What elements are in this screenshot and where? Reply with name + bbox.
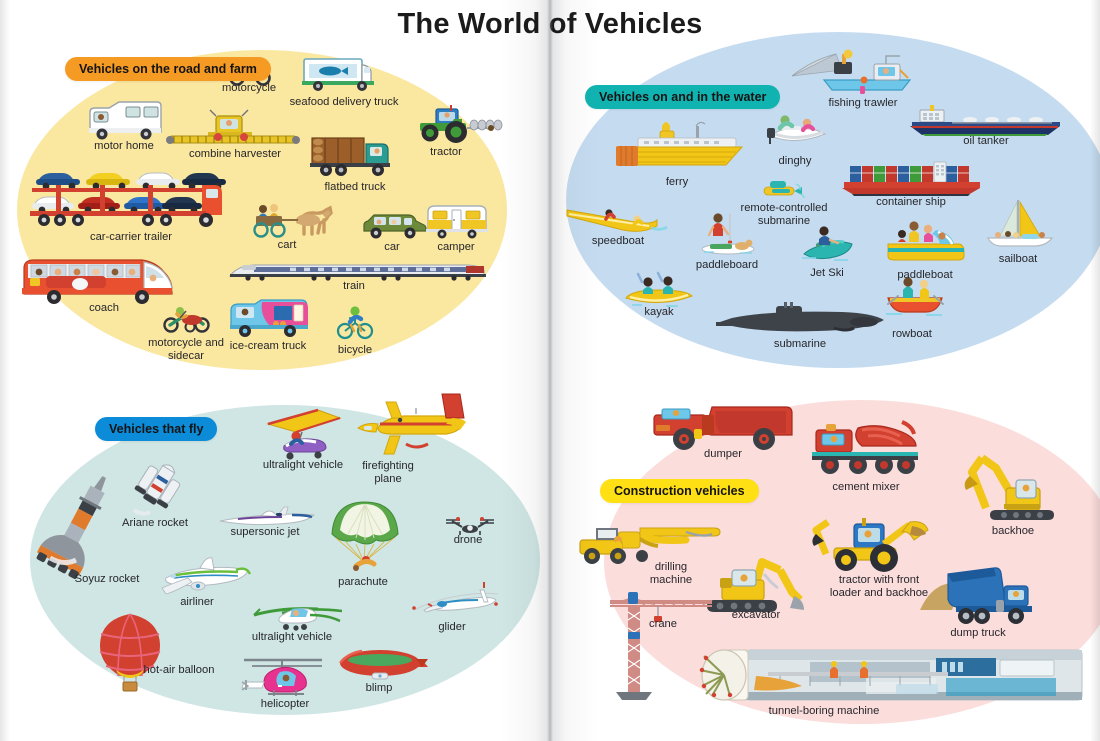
label-ultralight-vehicle-bottom: ultralight vehicle [251, 631, 333, 643]
art-dinghy [765, 110, 831, 150]
label-rowboat: rowboat [892, 328, 932, 340]
label-glider: glider [438, 621, 466, 633]
art-remote-controlled-submarine [760, 176, 806, 202]
art-glider [408, 580, 500, 620]
label-flatbed-truck: flatbed truck [324, 181, 386, 193]
label-excavator: excavator [731, 609, 781, 621]
badge-construction[interactable]: Construction vehicles [600, 479, 759, 503]
label-crane: crane [649, 618, 677, 630]
label-firefighting-plane: firefighting plane [362, 460, 414, 486]
art-cart [248, 200, 333, 240]
art-bicycle [336, 305, 374, 341]
label-ultralight-vehicle-top: ultralight vehicle [262, 459, 344, 471]
art-paddleboat [884, 212, 966, 264]
art-coach [20, 254, 178, 306]
art-fishing-trawler [790, 36, 920, 98]
art-motor-home [84, 98, 168, 142]
label-oil-tanker: oil tanker [963, 135, 1009, 147]
label-paddleboard: paddleboard [695, 259, 759, 271]
art-hot-air-balloon [96, 612, 164, 692]
label-soyuz-rocket: Soyuz rocket [74, 573, 140, 585]
label-motorcycle-and-sidecar: motorcycle and sidecar [148, 337, 224, 363]
badge-fly[interactable]: Vehicles that fly [95, 417, 218, 441]
art-car [360, 209, 430, 241]
art-backhoe [960, 452, 1054, 526]
label-tractor-front-loader-backhoe: tractor with front loader and backhoe [829, 574, 929, 600]
label-cart: cart [277, 239, 297, 251]
label-fishing-trawler: fishing trawler [828, 97, 898, 109]
label-dinghy: dinghy [778, 155, 812, 167]
label-kayak: kayak [644, 306, 674, 318]
art-motorcycle-and-sidecar [160, 300, 214, 334]
art-submarine [714, 302, 886, 338]
art-container-ship [840, 160, 982, 198]
art-tunnel-boring-machine [660, 648, 1084, 706]
label-dump-truck: dump truck [950, 627, 1006, 639]
art-airliner [152, 552, 252, 598]
label-blimp: blimp [365, 682, 393, 694]
art-parachute [328, 500, 402, 578]
art-cement-mixer [810, 418, 926, 476]
label-bicycle: bicycle [337, 344, 373, 356]
art-car-carrier-trailer [30, 165, 226, 229]
label-cement-mixer: cement mixer [832, 481, 900, 493]
art-kayak [622, 270, 696, 310]
label-paddleboat: paddleboat [897, 269, 953, 281]
art-blimp [336, 645, 428, 685]
label-coach: coach [89, 302, 119, 314]
art-train [228, 262, 488, 282]
art-ice-cream-truck [228, 296, 310, 338]
art-ferry [610, 118, 744, 172]
label-parachute: parachute [338, 576, 388, 588]
label-dumper: dumper [704, 448, 742, 460]
art-dumper [650, 403, 794, 453]
art-speedboat [565, 200, 669, 236]
label-airliner: airliner [180, 596, 214, 608]
label-combine-harvester: combine harvester [188, 148, 282, 160]
label-car-carrier-trailer: car-carrier trailer [89, 231, 173, 243]
art-soyuz-rocket [34, 470, 130, 579]
page-edge-left [0, 0, 10, 741]
art-camper [424, 198, 490, 240]
label-sailboat: sailboat [998, 253, 1038, 265]
label-container-ship: container ship [876, 196, 946, 208]
art-flatbed-truck [308, 133, 406, 179]
label-ariane-rocket: Ariane rocket [122, 517, 188, 529]
art-tractor [414, 105, 512, 147]
art-excavator [707, 548, 812, 618]
label-tractor: tractor [430, 146, 462, 158]
art-firefighting-plane [356, 390, 468, 462]
label-ice-cream-truck: ice-cream truck [229, 340, 307, 352]
label-drone: drone [453, 534, 483, 546]
art-seafood-delivery-truck [302, 55, 392, 95]
label-train: train [343, 280, 365, 292]
label-tunnel-boring-machine: tunnel-boring machine [768, 705, 880, 717]
art-combine-harvester [166, 109, 300, 150]
page-title: The World of Vehicles [397, 8, 703, 40]
label-supersonic-jet: supersonic jet [230, 526, 300, 538]
art-ultralight-vehicle-top [266, 408, 344, 460]
label-helicopter: helicopter [260, 698, 310, 710]
label-motor-home: motor home [94, 140, 154, 152]
label-hot-air-balloon: hot-air balloon [143, 664, 215, 676]
art-oil-tanker [908, 105, 1064, 137]
label-car: car [384, 241, 400, 253]
badge-water[interactable]: Vehicles on and in the water [585, 85, 781, 109]
art-sailboat [984, 196, 1056, 252]
art-helicopter [238, 650, 328, 704]
label-remote-controlled-submarine: remote-controlled submarine [740, 202, 828, 228]
label-submarine: submarine [773, 338, 827, 350]
label-camper: camper [437, 241, 475, 253]
label-backhoe: backhoe [991, 525, 1035, 537]
label-seafood-delivery-truck: seafood delivery truck [289, 96, 399, 108]
label-jet-ski: Jet Ski [810, 267, 844, 279]
art-dump-truck [918, 564, 1036, 626]
label-drilling-machine: drilling machine [649, 561, 693, 587]
label-ferry: ferry [665, 176, 689, 188]
art-ariane-rocket [126, 460, 188, 516]
badge-road-and-farm[interactable]: Vehicles on the road and farm [65, 57, 271, 81]
label-speedboat: speedboat [591, 235, 645, 247]
label-motorcycle: motorcycle [221, 82, 277, 94]
